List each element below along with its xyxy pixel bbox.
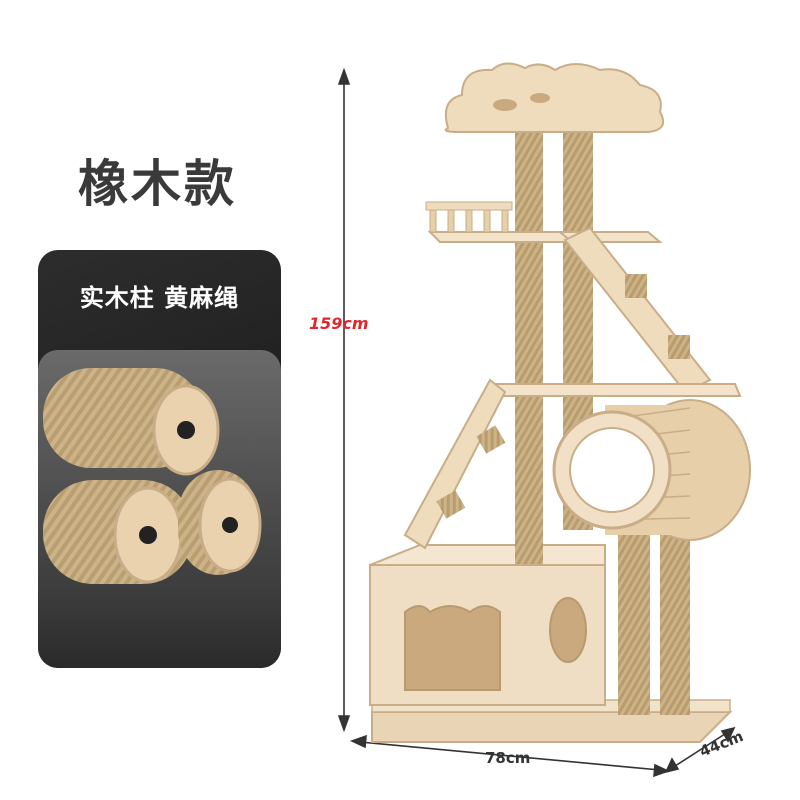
width-dimension-line	[349, 734, 671, 778]
tunnel-barrel	[552, 399, 751, 541]
material-image-panel	[38, 350, 281, 668]
material-label: 实木柱 黄麻绳	[79, 284, 240, 312]
scratch-post	[618, 515, 650, 715]
house-side-hole	[549, 597, 587, 663]
height-label: 159cm	[309, 314, 369, 333]
scratch-post	[515, 132, 543, 564]
balcony-platform	[427, 231, 579, 243]
lower-ladder	[403, 378, 507, 550]
product-title: 橡木款	[78, 155, 237, 213]
depth-dimension-line	[664, 726, 736, 774]
rope-posts-illustration	[43, 368, 262, 584]
cloud-top-platform	[444, 62, 664, 133]
base-board	[371, 711, 733, 743]
middle-platform	[493, 383, 742, 397]
material-card: 实木柱 黄麻绳	[38, 250, 281, 668]
house-door	[404, 605, 501, 691]
width-label: 78cm	[485, 749, 531, 767]
height-dimension-line	[337, 67, 351, 733]
